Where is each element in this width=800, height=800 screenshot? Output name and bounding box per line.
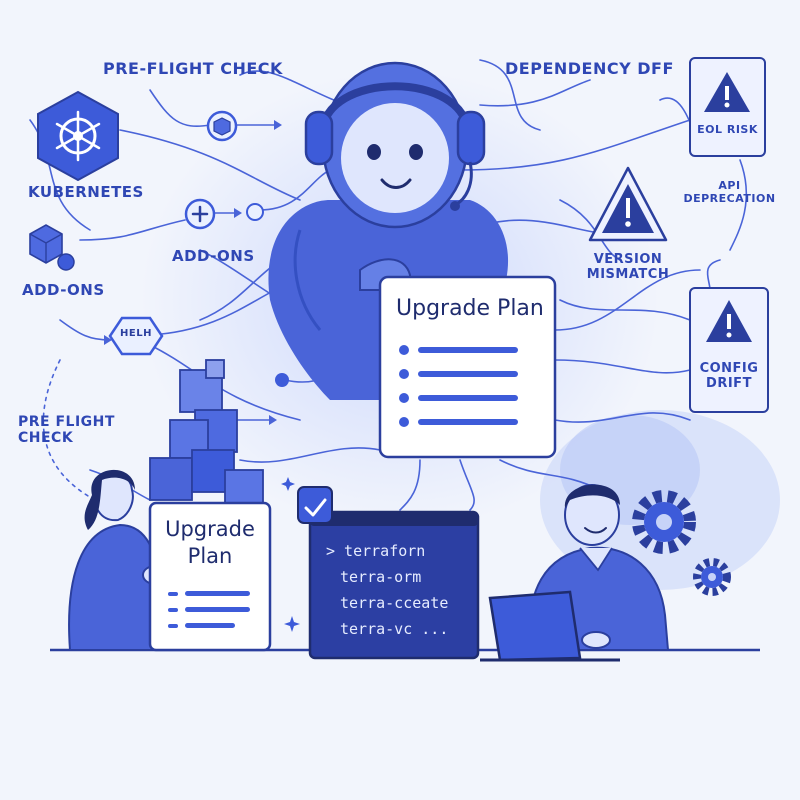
checkmark-icon [297, 486, 333, 524]
kubernetes-label: KUBERNETES [28, 183, 144, 201]
kubernetes-helm-wheel-icon [37, 90, 119, 182]
upgrade-plan-card-left [148, 501, 272, 652]
terminal-window [308, 510, 480, 660]
pre-flight-check-label-top: PRE-FLIGHT CHECK [103, 59, 283, 78]
upgrade-plan-card-main [378, 275, 557, 459]
helm-icon [108, 316, 164, 356]
pre-flight-check-label-left: PRE FLIGHT CHECK [18, 414, 115, 447]
dependency-diff-label: DEPENDENCY DFF [505, 59, 674, 78]
addons-label-mid: ADD-ONS [172, 247, 255, 265]
version-mismatch-label: VERSION MISMATCH [586, 252, 670, 282]
upgrade-plan-title-left: Upgrade Plan [165, 517, 255, 569]
version-mismatch-warning [588, 166, 668, 242]
config-drift-card [689, 287, 769, 413]
terminal-line: terra-vc ... [340, 620, 449, 638]
eol-risk-label: EOL RISK [697, 123, 758, 136]
config-drift-label: CONFIG DRIFT [699, 361, 759, 391]
gear-icon [632, 490, 696, 554]
terminal-line: terra-cceate [340, 594, 449, 612]
terminal-line: terra-orm [340, 568, 422, 586]
woman-character [68, 469, 168, 651]
eol-risk-card [689, 57, 766, 157]
gear-icon [693, 558, 731, 596]
cube-icon [29, 224, 75, 271]
api-deprecation-label: API DEPRECATION [683, 179, 776, 205]
terminal-line: > terraforn [326, 542, 426, 560]
node-dot [246, 203, 264, 221]
upgrade-plan-title-main: Upgrade Plan [396, 296, 544, 321]
helm-label: HELH [120, 328, 152, 339]
arrowheads [104, 120, 282, 425]
addons-label-left: ADD-ONS [22, 281, 105, 299]
node-dot [275, 373, 289, 387]
laptop-icon [480, 590, 620, 662]
